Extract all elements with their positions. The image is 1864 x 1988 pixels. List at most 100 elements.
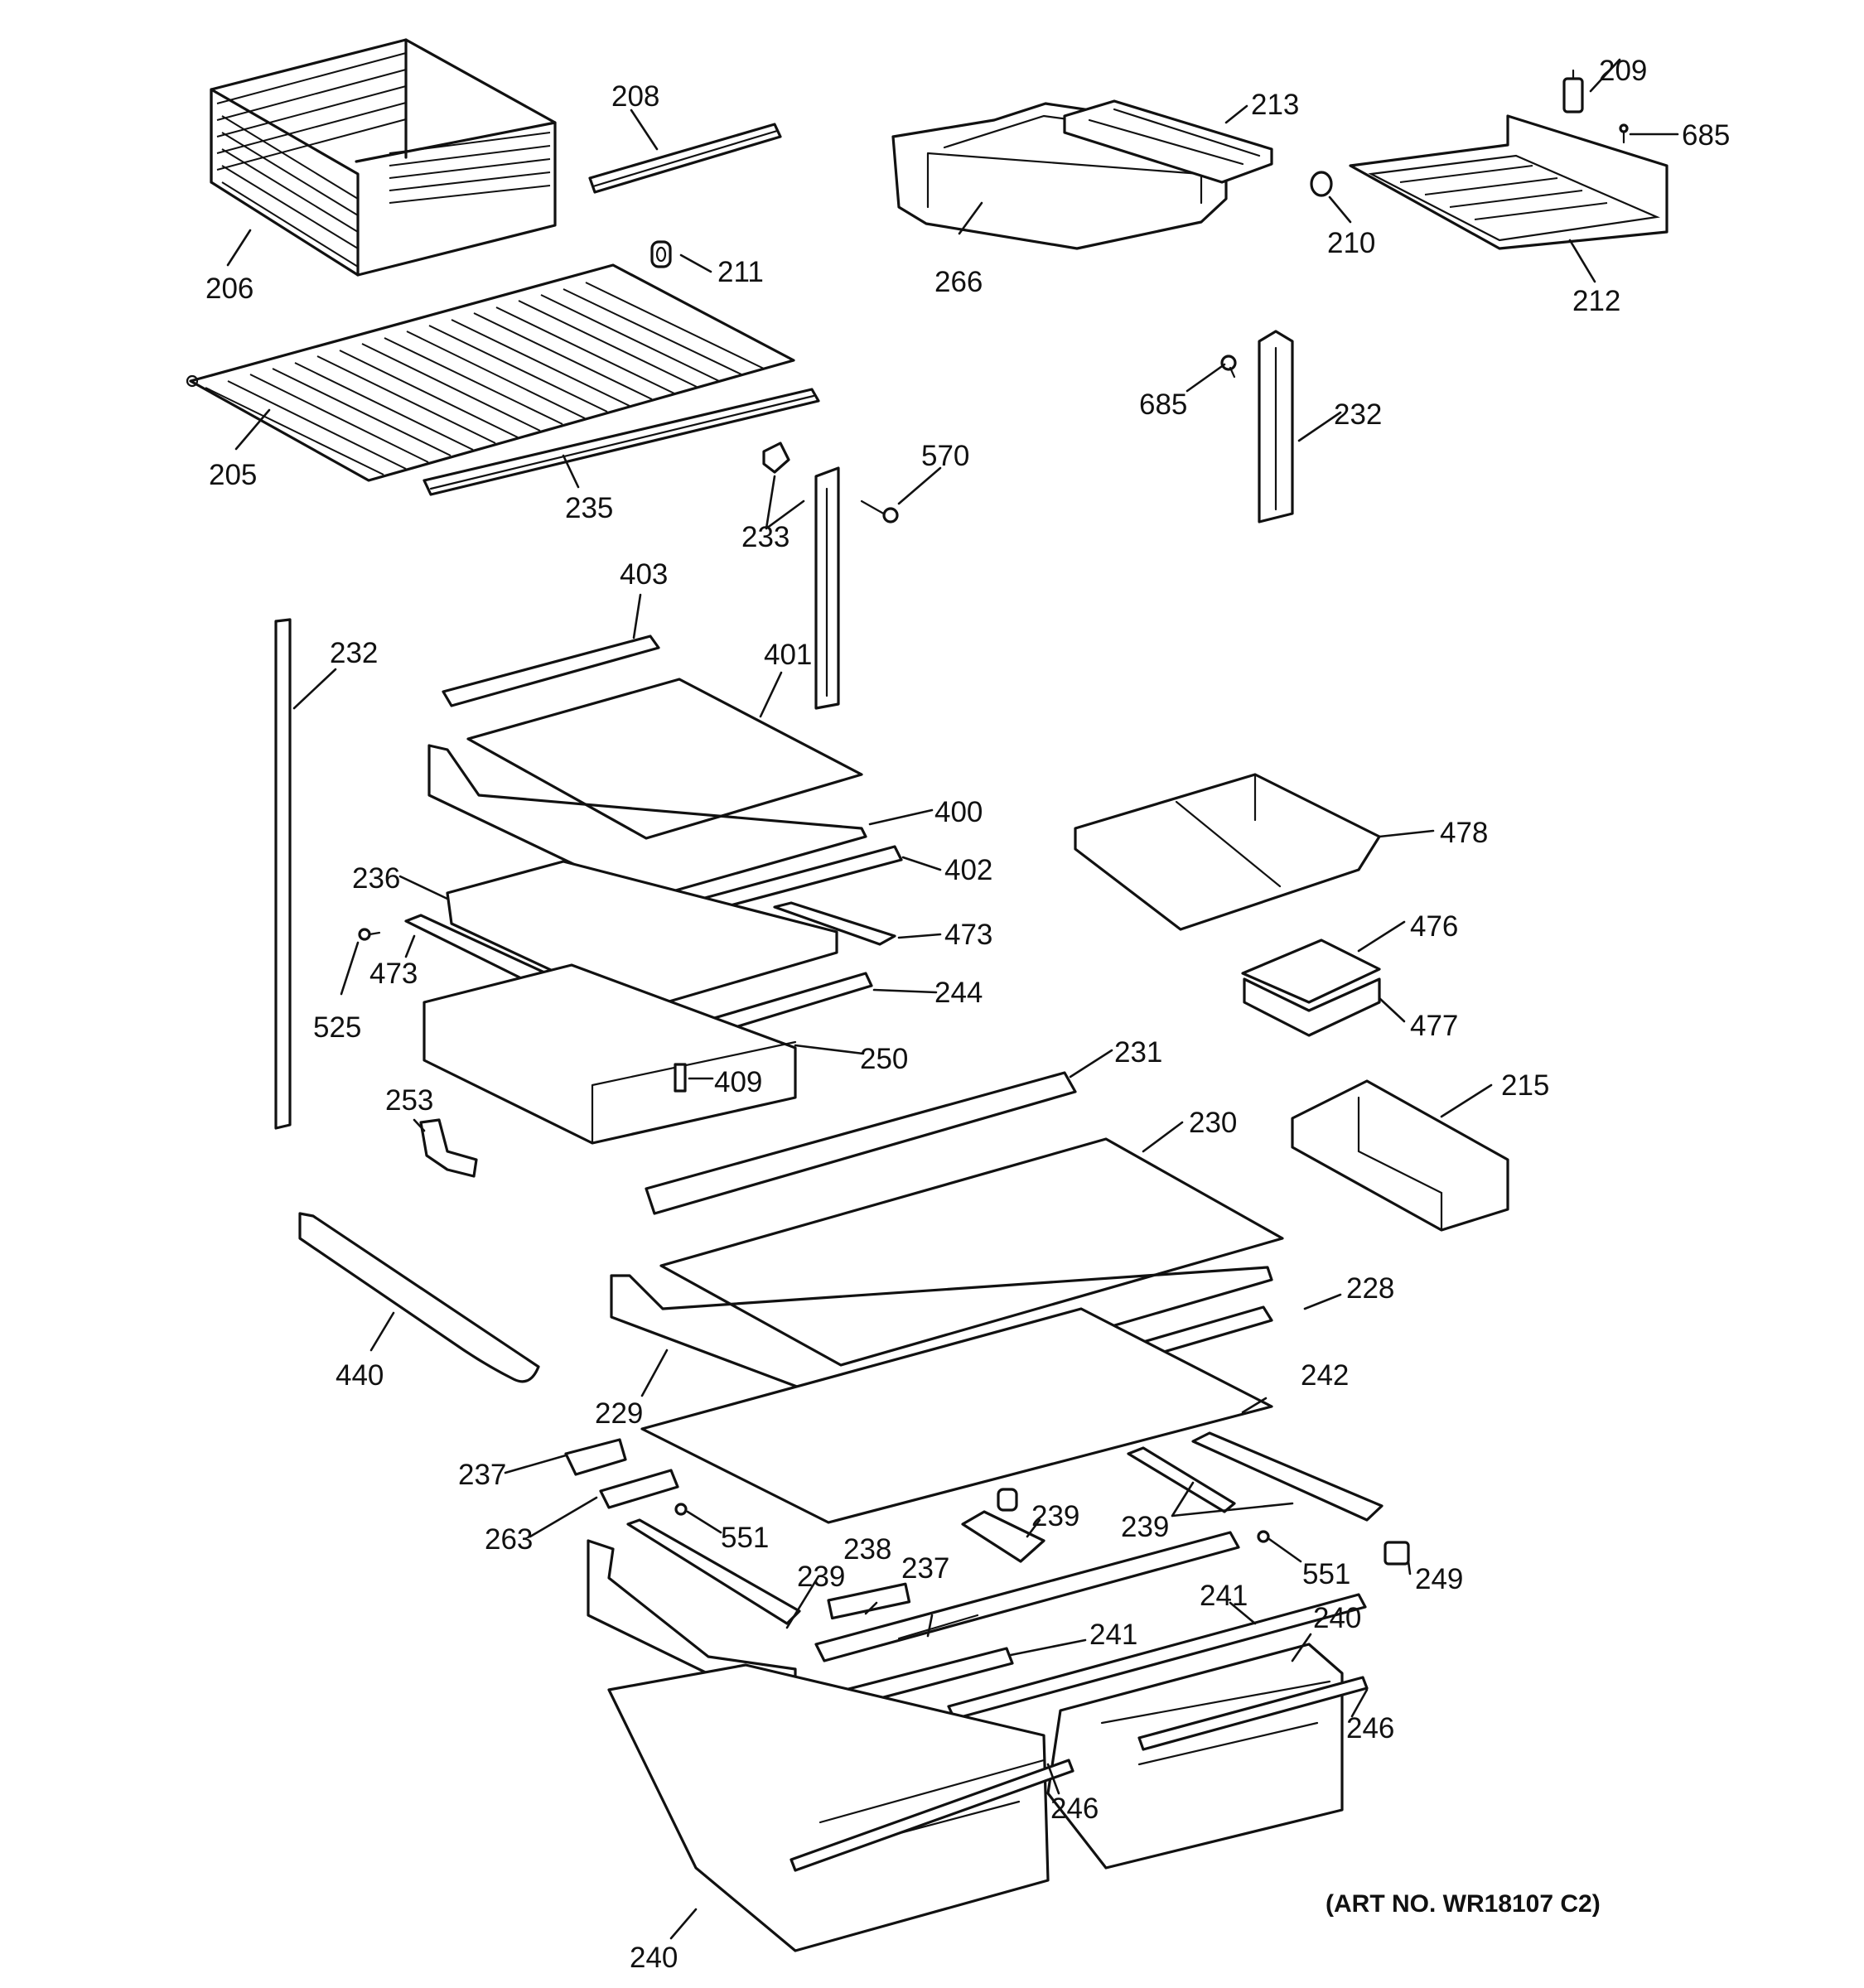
part-208-shelf-rail bbox=[588, 123, 782, 194]
part-403-shelf-trim bbox=[442, 635, 660, 707]
callout-570: 570 bbox=[921, 440, 969, 472]
part-401-glass-shelf bbox=[466, 678, 863, 840]
callout-478: 478 bbox=[1440, 817, 1488, 849]
part-213-ice-tray bbox=[1063, 99, 1273, 184]
part-230-glass-shelf bbox=[659, 1137, 1284, 1367]
part-685-screw-lower bbox=[1220, 355, 1237, 379]
part-477-container bbox=[1243, 977, 1381, 1037]
part-250-pan bbox=[423, 963, 797, 1145]
part-233-clip bbox=[762, 442, 790, 474]
part-246-handle-right bbox=[1137, 1676, 1369, 1751]
callout-242: 242 bbox=[1301, 1359, 1349, 1392]
part-205-wire-shelf bbox=[186, 263, 795, 482]
leader-lines bbox=[226, 58, 1679, 1940]
part-232-center-rail bbox=[814, 466, 840, 710]
part-525-screw bbox=[358, 928, 381, 941]
callout-551-right: 551 bbox=[1302, 1558, 1350, 1590]
part-209-thermostat bbox=[1562, 69, 1584, 113]
callout-233: 233 bbox=[741, 521, 790, 553]
callout-402: 402 bbox=[944, 854, 992, 886]
callout-241-left: 241 bbox=[1089, 1619, 1137, 1651]
callout-473-right: 473 bbox=[944, 919, 992, 951]
callout-208: 208 bbox=[611, 80, 659, 113]
part-476-container-lid bbox=[1241, 939, 1381, 1004]
callout-213: 213 bbox=[1251, 89, 1299, 121]
part-235-shelf-trim bbox=[423, 388, 820, 496]
callout-403: 403 bbox=[620, 558, 668, 591]
callout-239-cam: 239 bbox=[1031, 1500, 1079, 1532]
callout-253: 253 bbox=[385, 1084, 433, 1117]
callout-250: 250 bbox=[860, 1043, 908, 1075]
part-400-shelf-frame bbox=[427, 744, 867, 900]
callout-206: 206 bbox=[205, 273, 254, 305]
callout-239-frame: 239 bbox=[797, 1561, 845, 1593]
callout-239-right: 239 bbox=[1121, 1511, 1169, 1543]
part-409-label bbox=[674, 1063, 687, 1093]
art-number: (ART NO. WR18107 C2) bbox=[1326, 1890, 1601, 1918]
callout-237-right: 237 bbox=[901, 1552, 949, 1585]
part-231-shelf-trim bbox=[645, 1071, 1077, 1215]
callout-685-upper: 685 bbox=[1682, 119, 1730, 152]
callout-212: 212 bbox=[1572, 285, 1620, 317]
callout-210: 210 bbox=[1327, 227, 1375, 259]
part-215-door-bin bbox=[1291, 1079, 1509, 1232]
callout-230: 230 bbox=[1189, 1107, 1237, 1139]
part-237-rail-left bbox=[564, 1438, 627, 1476]
part-685-screw-upper bbox=[1619, 123, 1629, 144]
part-239-slide-right bbox=[1127, 1431, 1384, 1522]
callout-685-lower: 685 bbox=[1139, 388, 1187, 421]
callout-551-left: 551 bbox=[721, 1522, 769, 1554]
part-211-grommet bbox=[650, 240, 672, 268]
callout-205: 205 bbox=[209, 459, 257, 491]
callout-236: 236 bbox=[352, 862, 400, 895]
callout-440: 440 bbox=[336, 1359, 384, 1392]
callout-232-upper: 232 bbox=[1334, 398, 1382, 431]
part-242-glass-shelf bbox=[640, 1307, 1273, 1524]
callout-211: 211 bbox=[717, 256, 764, 288]
callout-231: 231 bbox=[1114, 1036, 1162, 1069]
callout-215: 215 bbox=[1501, 1069, 1549, 1102]
part-263-rail-left bbox=[599, 1469, 679, 1509]
callout-246-right: 246 bbox=[1346, 1712, 1394, 1744]
part-237-rail-right bbox=[814, 1531, 1240, 1662]
part-478-utility-tray bbox=[1074, 773, 1381, 931]
part-236-pan-cover bbox=[446, 860, 838, 1012]
callout-240-right: 240 bbox=[1313, 1602, 1361, 1634]
part-232-left-rail bbox=[274, 618, 292, 1130]
part-551-screw-right bbox=[1257, 1530, 1270, 1543]
part-240-bin-right bbox=[1046, 1643, 1344, 1870]
callout-241-right: 241 bbox=[1200, 1580, 1248, 1612]
part-206-wire-shelf bbox=[210, 38, 557, 277]
callout-240-left: 240 bbox=[630, 1942, 678, 1974]
part-212-cover bbox=[1349, 114, 1668, 250]
callout-238: 238 bbox=[843, 1533, 891, 1566]
callout-266: 266 bbox=[934, 266, 983, 298]
part-570-screw bbox=[860, 499, 899, 524]
part-253-bracket bbox=[419, 1118, 478, 1178]
callout-237-left: 237 bbox=[458, 1459, 506, 1491]
callout-409: 409 bbox=[714, 1066, 762, 1098]
part-232-upper-right-rail bbox=[1258, 330, 1294, 524]
callout-229: 229 bbox=[595, 1397, 643, 1430]
part-239-cam bbox=[961, 1488, 1045, 1563]
callout-228: 228 bbox=[1346, 1272, 1394, 1305]
callout-401: 401 bbox=[764, 639, 812, 671]
part-551-screw-left bbox=[674, 1503, 688, 1516]
part-246-handle-left bbox=[790, 1759, 1074, 1872]
callout-232-left: 232 bbox=[330, 637, 378, 669]
callout-249: 249 bbox=[1415, 1563, 1463, 1595]
callout-477: 477 bbox=[1410, 1010, 1458, 1042]
part-240-bin-left bbox=[607, 1663, 1050, 1952]
part-210-knob bbox=[1310, 171, 1333, 197]
callout-263: 263 bbox=[485, 1523, 533, 1556]
callout-209: 209 bbox=[1599, 55, 1647, 87]
part-473-slide-right bbox=[773, 901, 896, 946]
callout-labels: 206 208 211 205 235 233 570 213 266 209 … bbox=[205, 55, 1730, 1974]
callout-400: 400 bbox=[934, 796, 983, 828]
callout-525: 525 bbox=[313, 1011, 361, 1044]
part-440-cover bbox=[298, 1212, 540, 1383]
callout-246-left: 246 bbox=[1050, 1793, 1099, 1825]
part-249-control bbox=[1384, 1541, 1410, 1566]
callout-476: 476 bbox=[1410, 910, 1458, 943]
